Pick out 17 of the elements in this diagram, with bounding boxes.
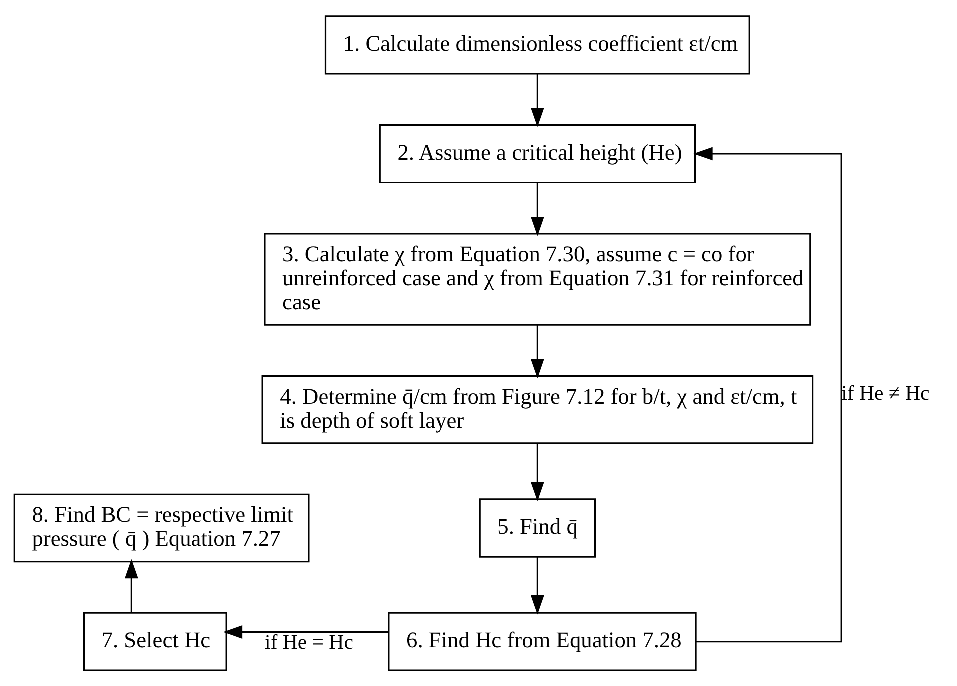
arrow — [124, 558, 138, 613]
node-box: 8. Find BC = respective limit pressure ( q̄ ) Equation 7.27 — [14, 493, 310, 562]
node-box: 7. Select Hc — [83, 612, 228, 671]
arrow — [530, 182, 544, 236]
edge-label: if He = Hc — [264, 630, 354, 654]
arrow — [530, 74, 544, 127]
node-box: 2. Assume a critical height (He) — [379, 124, 696, 184]
node-box: 1. Calculate dimensionless coefficient εt/cm — [324, 15, 750, 74]
node-box: 5. Find q̄ — [479, 498, 596, 558]
arrow — [223, 624, 389, 638]
node-box: 6. Find Hc from Equation 7.28 — [388, 612, 697, 671]
arrow — [530, 324, 544, 378]
arrow — [530, 442, 544, 501]
arrow — [694, 146, 842, 642]
arrow — [530, 556, 544, 614]
node-box: 4. Determine q̄/cm from Figure 7.12 for b/t, χ and εt/cm, t is depth of soft layer — [262, 375, 814, 444]
node-box: 3. Calculate χ from Equation 7.30, assume c = co for unreinforced case and χ from Equation 7.31 for reinforced case — [264, 232, 812, 326]
